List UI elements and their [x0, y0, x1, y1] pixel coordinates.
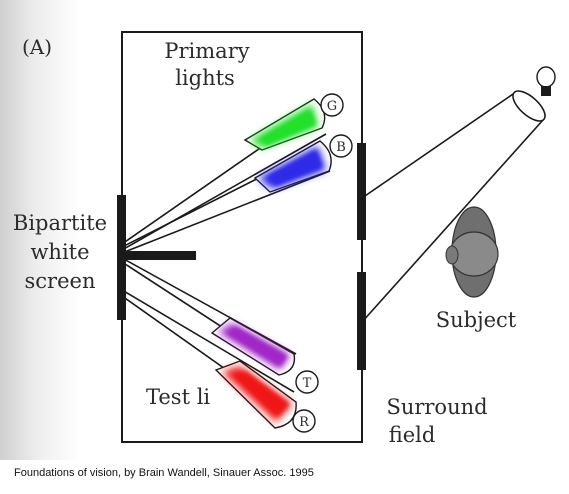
subject-label: Subject	[436, 308, 517, 332]
svg-text:T: T	[303, 376, 312, 391]
viewing-tube	[361, 90, 546, 323]
screen-label-line2: white	[30, 240, 89, 264]
primary-lights-label-line1: Primary	[164, 39, 249, 63]
test-light-label: Test li	[146, 385, 210, 409]
svg-text:R: R	[299, 415, 310, 430]
svg-text:B: B	[336, 140, 346, 155]
lamp-badge-b: B	[329, 134, 353, 158]
lightbulb-icon	[536, 66, 556, 96]
lamp-badge-r: R	[292, 409, 316, 433]
surround-field-label-line1: Surround	[386, 395, 487, 419]
lamp-green	[243, 98, 326, 151]
lamp-badge-t: T	[295, 370, 319, 394]
screen-divider	[124, 251, 196, 260]
subject-head-icon	[445, 206, 499, 298]
figure-caption: Foundations of vision, by Brain Wandell,…	[14, 467, 314, 479]
lamp-red	[214, 360, 297, 429]
primary-lights-label-line2: lights	[175, 66, 235, 90]
aperture-bar-top	[357, 143, 366, 240]
surround-field-label-line2: field	[389, 423, 436, 447]
lamp-blue	[253, 140, 332, 193]
screen-label-line3: screen	[25, 269, 96, 293]
lamp-badge-g: G	[320, 93, 344, 117]
screen-label-line1: Bipartite	[13, 211, 107, 235]
bipartite-screen	[117, 195, 126, 320]
lamp-test	[210, 317, 296, 376]
aperture-bar-bottom	[357, 272, 366, 370]
svg-text:G: G	[327, 99, 337, 114]
panel-label: (A)	[22, 35, 52, 59]
